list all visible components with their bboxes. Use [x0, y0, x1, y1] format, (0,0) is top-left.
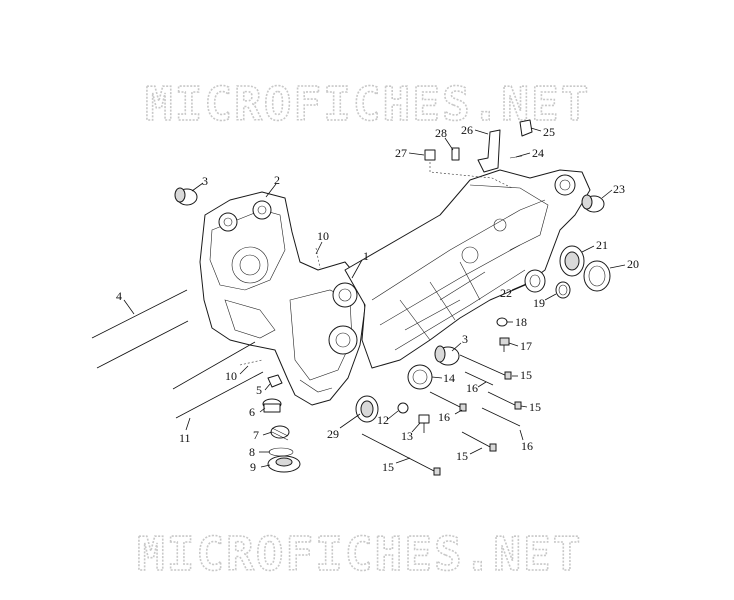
crankcase-left-half: [199, 191, 366, 406]
callout-labels: 1 2 3 3 4 5 6 7 8 9 10 10 11 12 13 14 15…: [116, 123, 639, 474]
callout-1: 1: [363, 249, 369, 263]
callout-22: 22: [500, 286, 512, 300]
callout-3b: 3: [462, 332, 468, 346]
callout-15b: 15: [529, 400, 541, 414]
callout-6: 6: [249, 405, 255, 419]
part-bolts-15-16: [361, 354, 522, 476]
callout-12: 12: [377, 413, 389, 427]
part-studs-4: [91, 289, 189, 369]
guide-line: [315, 247, 321, 269]
callout-15a: 15: [520, 368, 532, 382]
callout-27: 27: [395, 146, 407, 160]
part-studs-11: [172, 341, 264, 419]
part-bushing-3-middle: [434, 345, 460, 366]
callout-15c: 15: [456, 449, 468, 463]
callout-2: 2: [274, 173, 280, 187]
callout-10a: 10: [317, 229, 329, 243]
callout-9: 9: [250, 460, 256, 474]
part-bolt-13: [418, 414, 430, 433]
callout-13: 13: [401, 429, 413, 443]
callout-17: 17: [520, 339, 532, 353]
callout-8: 8: [249, 445, 255, 459]
callout-23: 23: [613, 182, 625, 196]
callout-18: 18: [515, 315, 527, 329]
callout-20: 20: [627, 257, 639, 271]
callout-29: 29: [327, 427, 339, 441]
callout-28: 28: [435, 126, 447, 140]
callout-5: 5: [256, 383, 262, 397]
part-bearing-29: [355, 395, 379, 423]
callout-15d: 15: [382, 460, 394, 474]
part-seal-22: [524, 269, 546, 293]
part-bolt-17: [499, 337, 510, 352]
callout-16a: 16: [466, 381, 478, 395]
watermark-bottom: MICROFICHES.NET: [137, 527, 582, 581]
callout-leaders: [123, 127, 626, 468]
callout-3a: 3: [202, 174, 208, 188]
callout-26: 26: [461, 123, 473, 137]
callout-10b: 10: [225, 369, 237, 383]
callout-7: 7: [253, 428, 259, 442]
crankcase-right-half: [344, 169, 591, 369]
callout-14: 14: [443, 371, 455, 385]
callout-19: 19: [533, 296, 545, 310]
part-bushing-23: [581, 194, 605, 213]
part-bushing-3-left: [174, 187, 198, 206]
part-seal-20: [583, 260, 611, 292]
part-seal-14: [407, 364, 433, 390]
part-ring-18: [496, 317, 508, 327]
watermark-top: MICROFICHES.NET: [145, 77, 590, 131]
part-bearing-21: [559, 245, 585, 277]
callout-21: 21: [596, 238, 608, 252]
callout-11: 11: [179, 431, 191, 445]
callout-16b: 16: [438, 410, 450, 424]
guide-line: [239, 359, 263, 366]
part-ring-19: [555, 281, 571, 299]
callout-24: 24: [532, 146, 544, 160]
callout-16c: 16: [521, 439, 533, 453]
part-breather-assembly: [424, 119, 533, 189]
callout-25: 25: [543, 125, 555, 139]
part-washer-12: [397, 402, 409, 414]
callout-4: 4: [116, 289, 122, 303]
